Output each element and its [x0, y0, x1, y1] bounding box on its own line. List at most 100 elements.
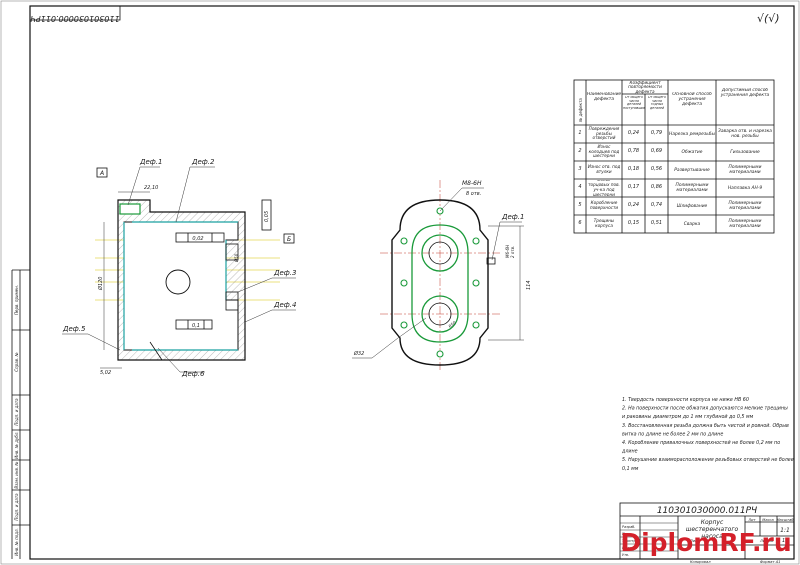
table-rows: 1 Повреждения резьбы отверстий 0,24 0,79 Нар… [574, 126, 774, 229]
table-cell-alt: Наплавка АН-9 [727, 185, 763, 191]
table-cell-c1-wrap: 0,78 [627, 148, 640, 155]
side-label-inv-dubl: Инв. № дубл. [14, 431, 19, 458]
roughness-mark: √(√) [757, 12, 780, 25]
table-cell-alt: Заварка отв. и нарезка нов. резьбы [718, 129, 772, 139]
dim-dia-bottom: Ø32 [353, 350, 364, 357]
dim-r50: R50 [447, 320, 457, 329]
th-coef-fo: Коэффициент повторяемости дефекта [628, 81, 662, 94]
watermark: DiplomRF.ru [620, 528, 791, 557]
title-code: 110301030000.011РЧ [657, 506, 757, 516]
table-cell-num: 1 [578, 130, 582, 137]
tb-nkontr: Н.контр. [622, 546, 637, 550]
part-name: Корпус шестеренчатого насоса [685, 519, 739, 539]
table-cell-c1: 0,18 [627, 166, 640, 173]
defect-5-label: Деф.5 [62, 325, 86, 333]
table-cell-c2: 0,51 [650, 220, 663, 227]
table-cell-name: Износ колодцев под шестерни [588, 144, 620, 159]
table-cell-name: Износ торцовых пов. уч-ка под шестерни [588, 180, 620, 196]
tol-frame-2-value: 0,1 [192, 323, 200, 329]
defect-1-right-label: Деф.1 [501, 213, 524, 221]
table-cell-c1-wrap: 0,18 [627, 166, 640, 173]
table-cell-alt-wrap: Заварка отв. и нарезка нов. резьбы [718, 129, 772, 139]
datum-b-box [283, 233, 295, 244]
defect-1-label: Деф.1 [139, 158, 162, 166]
table-cell-c2: 0,74 [650, 202, 663, 209]
th-alt-fo: Допустимый способ устранения дефекта [721, 88, 769, 98]
table-cell-num-wrap: 6 [578, 220, 581, 226]
table-cell-num-wrap: 1 [578, 130, 582, 137]
table-cell-method-wrap: Нарезка ремрезьбы [669, 132, 715, 137]
table-cell-method: Сварка [683, 221, 701, 227]
tb-tkontr: Т.контр. [622, 539, 637, 543]
tb-razrab: Разраб. [622, 525, 635, 529]
side-label-vzam: Взам. инв. № [14, 461, 19, 488]
drawing-frame [29, 5, 795, 560]
side-label-inv-podl: Инв. № подл. [14, 528, 19, 556]
table-cell-name-wrap: Износ торцовых пов. уч-ка под шестерни [588, 180, 620, 196]
table-cell-num: 3 [578, 166, 582, 173]
defect-table: № дефекта Наименование дефекта Коэффицие… [573, 79, 775, 234]
side-label-podp2: Подп. и дата [14, 493, 19, 521]
defect-2-label: Деф.2 [191, 158, 215, 166]
note-line: витка по длине не более 2 мм по длине [622, 431, 723, 437]
sheet-label: Лист [689, 539, 700, 543]
datum-a-label: А [99, 170, 104, 177]
table-cell-method: Развертывание [674, 167, 710, 173]
table-cell-method-wrap: Шлифование [676, 203, 708, 209]
table-cell-alt: Полимерными материалами [728, 201, 762, 211]
th-method-fo: Основной способ устранения дефекта [672, 92, 712, 107]
th-name-fo: Наименование дефекта [587, 92, 621, 102]
table-cell-method: Обжатие [681, 149, 703, 155]
table-cell-method-wrap: Полимерными материалами [676, 183, 709, 193]
table-cell-alt-wrap: Гильзование [730, 149, 760, 155]
table-cell-name: Коробление поверхности [589, 200, 619, 210]
table-cell-alt-wrap: Полимерными материалами [728, 219, 762, 229]
table-cell-name-wrap: Коробление поверхности [589, 200, 619, 210]
defect-3-label: Деф.3 [273, 269, 296, 277]
table-cell-method-wrap: Обжатие [681, 149, 703, 155]
table-cell-c2: 0,86 [650, 184, 663, 191]
table-cell-alt-wrap: Полимерными материалами [728, 201, 762, 211]
table-cell-num-wrap: 5 [578, 202, 581, 208]
top-stamp-code: 110301030000.011РЧ [30, 14, 120, 23]
side-label-perv: Перв. примен. [14, 285, 19, 315]
top-stamp: 110301030000.011РЧ [29, 5, 121, 23]
technical-notes: 1. Твердость поверхности корпуса не ниже… [621, 397, 794, 472]
datum-b-label: Б [287, 236, 291, 243]
side-strip: Перв. примен. Справ. № Подп. и дата Инв.… [11, 269, 30, 559]
table-cell-num: 4 [578, 184, 582, 191]
tb-prov: Пров. [622, 532, 632, 536]
table-cell-c2-wrap: 0,56 [651, 166, 662, 172]
datum-a-box [96, 167, 108, 178]
lit-label: Лит [747, 518, 756, 522]
table-cell-name: Повреждения резьбы отверстий [588, 126, 620, 141]
table-cell-alt-wrap: Полимерными материалами [729, 165, 762, 175]
table-cell-c2: 0,79 [650, 130, 663, 137]
note-line: 3. Восстановленная резьба должна быть чи… [622, 423, 789, 429]
table-cell-method-wrap: Развертывание [674, 167, 710, 173]
table-cell-alt: Полимерными материалами [728, 219, 762, 229]
table-cell-c1: 0,15 [627, 220, 640, 227]
table-cell-c2: 0,69 [650, 148, 663, 155]
table-cell-method: Шлифование [676, 203, 708, 209]
scale-value: 1:1 [780, 527, 790, 534]
note-line: и раковины диаметром до 1 мм глубиной до… [622, 414, 754, 420]
dim-22: 22,10 [144, 185, 158, 191]
defect-6-label: Деф.6 [181, 370, 205, 378]
table-cell-c1-wrap: 0,24 [627, 202, 640, 209]
sheets-label: Листов [759, 539, 773, 543]
table-cell-c1: 0,78 [627, 148, 640, 155]
th-coef-group: Коэффициент повторяемости дефекта [628, 81, 662, 94]
side-label-sprav: Справ. № [14, 352, 19, 371]
tol-frame-1-value: 0,02 [192, 236, 203, 242]
table-cell-c1: 0,24 [627, 202, 640, 209]
table-cell-name: Трещины корпуса [593, 218, 615, 228]
table-cell-num-wrap: 3 [578, 166, 582, 173]
table-cell-c2-wrap: 0,69 [650, 148, 663, 155]
side-label-podp: Подп. и дата [14, 398, 19, 426]
table-cell-c1: 0,17 [627, 184, 640, 191]
table-cell-alt: Гильзование [730, 149, 760, 155]
th-coef1: От общего числа деталей поступивших [623, 96, 645, 110]
note-line: 1. Твердость поверхности корпуса не ниже… [622, 397, 749, 403]
title-block: 110301030000.011РЧ Корпус шестеренчатого… [619, 502, 795, 564]
